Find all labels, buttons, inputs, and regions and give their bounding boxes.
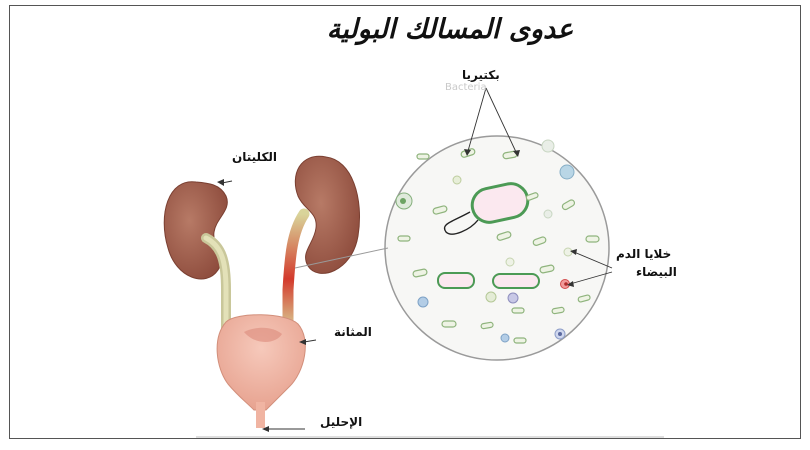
left-kidney bbox=[164, 182, 227, 279]
bacteria-faint-label: Bacteria bbox=[445, 82, 487, 93]
magnified-view bbox=[385, 136, 609, 360]
urethra-tube bbox=[256, 402, 265, 428]
diagram-title: عدوى المسالك البولية bbox=[300, 14, 600, 45]
urethra-label: الإحليل bbox=[320, 415, 362, 429]
bladder-label: المثانة bbox=[334, 325, 372, 339]
kidneys-label: الكليتان bbox=[232, 150, 277, 164]
wbc-label-line1: خلايا الدم bbox=[616, 247, 671, 261]
bacteria-label: بكتيريا bbox=[462, 68, 500, 82]
wbc-label-line2: البيضاء bbox=[636, 265, 677, 279]
right-ureter bbox=[288, 214, 304, 332]
